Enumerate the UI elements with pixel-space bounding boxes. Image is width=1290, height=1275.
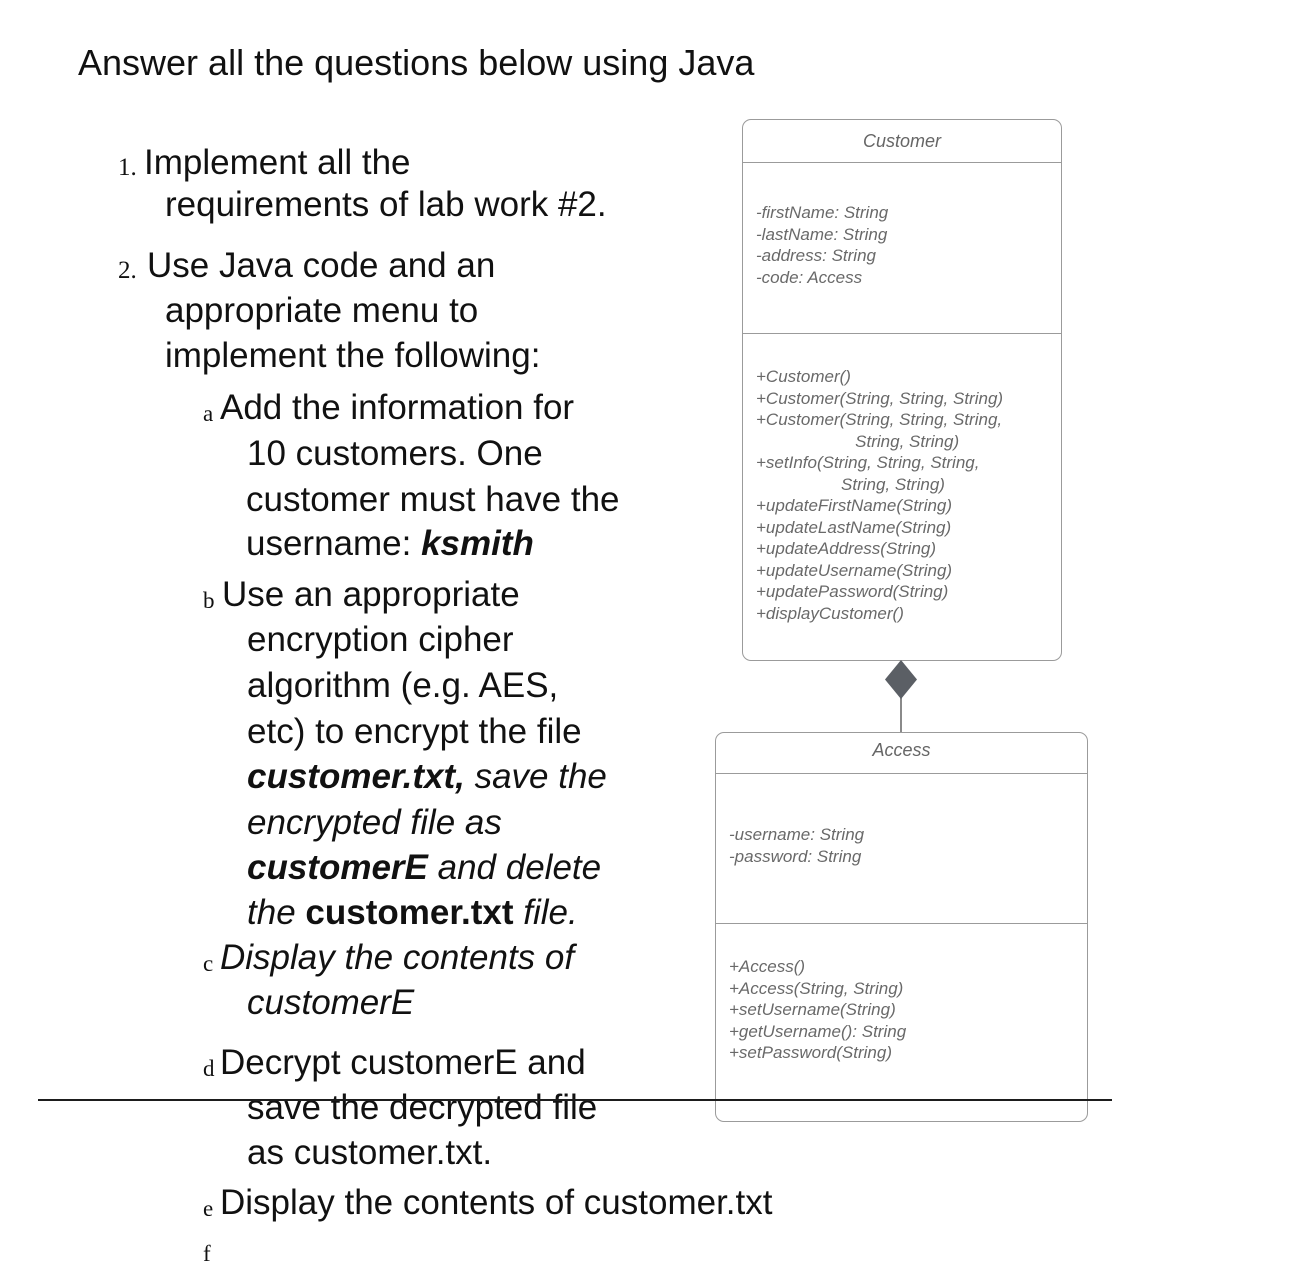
uml-method: +updateLastName(String) [756, 517, 952, 537]
uml-method: +updateUsername(String) [756, 560, 953, 580]
item-b-filename-customerE: customerE [247, 848, 428, 887]
uml-attribute: -lastName: String [756, 224, 888, 244]
item-c-line-2: customerE [247, 983, 415, 1022]
list-marker-a: a [203, 401, 214, 426]
uml-customer-separator-1 [743, 162, 1061, 163]
list-marker-f: f [203, 1241, 211, 1266]
item-e-line-1: Display the contents of customer.txt [220, 1183, 773, 1222]
list-marker-e: e [203, 1196, 214, 1221]
uml-customer-attributes: -firstName: String -lastName: String -addr… [756, 202, 888, 288]
uml-customer-class-box: Customer -firstName: String -lastName: St… [742, 119, 1062, 661]
item-b-line-7: customerE and delete [247, 850, 601, 885]
uml-access-class-box: Access -username: String -password: Strin… [715, 732, 1088, 1122]
uml-method: +getUsername(): String [729, 1021, 907, 1041]
question-1-line-2: requirements of lab work #2. [165, 185, 607, 224]
item-c-line-1: Display the contents of [220, 938, 575, 977]
uml-customer-title: Customer [862, 131, 942, 151]
uml-method: String, String) [756, 431, 960, 451]
uml-attribute: -firstName: String [756, 203, 889, 222]
item-b-line-7-rest: and delete [427, 848, 602, 887]
uml-method: +Access() [729, 957, 806, 976]
item-b-line-6: encrypted file as [247, 803, 502, 842]
uml-method: +displayCustomer() [756, 603, 904, 623]
list-marker-c: c [203, 951, 214, 976]
uml-access-methods: +Access() +Access(String, String) +setUser… [729, 956, 906, 1064]
composition-diamond-icon [885, 660, 917, 699]
item-a-line-4-plain: username: [246, 524, 422, 563]
uml-method: +Customer(String, String, String) [756, 388, 1004, 408]
item-a-line-2: 10 customers. One [247, 434, 543, 473]
list-marker-d: d [203, 1056, 215, 1081]
uml-connector-line [900, 680, 902, 732]
list-marker-b: b [203, 588, 215, 613]
uml-customer-methods: +Customer() +Customer(String, String, Str… [756, 366, 1003, 624]
question-1-line-1: Implement all the [144, 143, 411, 182]
item-b-filename-customer-txt-2: customer.txt [305, 893, 514, 932]
uml-method: +Customer(String, String, String, [756, 410, 1003, 429]
item-a-line-4: username: ksmith [246, 526, 534, 561]
item-b-line-1: Use an appropriate [222, 575, 520, 614]
uml-attribute: -code: Access [756, 267, 863, 287]
item-b-line-8-the: the [247, 893, 306, 932]
uml-method: +Access(String, String) [729, 978, 904, 998]
uml-method: +setInfo(String, String, String, [756, 453, 980, 472]
item-d-line-3: as customer.txt. [247, 1133, 493, 1172]
item-b-line-3: algorithm (e.g. AES, [247, 666, 559, 705]
list-marker-1: 1. [118, 154, 137, 181]
item-b-line-2: encryption cipher [247, 620, 514, 659]
uml-access-separator-1 [716, 773, 1087, 774]
uml-access-separator-2 [716, 923, 1087, 924]
list-marker-2: 2. [118, 257, 137, 284]
item-b-line-5: customer.txt, save the [247, 759, 607, 794]
item-b-filename-customer-txt: customer.txt, [247, 757, 465, 796]
uml-attribute: -address: String [756, 246, 876, 265]
uml-method: +updateFirstName(String) [756, 496, 953, 515]
item-d-line-1: Decrypt customerE and [220, 1043, 586, 1082]
item-b-line-5-rest: save the [464, 757, 607, 796]
item-b-line-8: the customer.txt file. [247, 895, 578, 930]
uml-method: +setUsername(String) [729, 1000, 896, 1019]
item-a-line-1: Add the information for [220, 388, 575, 427]
item-b-line-4: etc) to encrypt the file [247, 712, 582, 751]
uml-method: +Customer() [756, 367, 851, 386]
uml-access-title: Access [872, 740, 931, 760]
item-a-line-4-username: ksmith [421, 524, 534, 563]
uml-method: String, String) [756, 474, 945, 494]
uml-attribute: -password: String [729, 846, 862, 866]
question-2-line-1: Use Java code and an [147, 246, 496, 285]
horizontal-page-divider [38, 1099, 1112, 1101]
uml-method: +updatePassword(String) [756, 582, 949, 601]
uml-customer-separator-2 [743, 333, 1061, 334]
question-2-line-3: implement the following: [165, 336, 541, 375]
uml-attribute: -username: String [729, 825, 865, 844]
uml-access-attributes: -username: String -password: String [729, 824, 864, 867]
uml-method: +updateAddress(String) [756, 539, 937, 558]
item-b-line-8-file: file. [513, 893, 578, 932]
page-title: Answer all the questions below using Jav… [78, 42, 755, 83]
item-a-line-3: customer must have the [246, 480, 620, 519]
item-d-line-2: save the decrypted file [247, 1088, 598, 1127]
question-2-line-2: appropriate menu to [165, 291, 479, 330]
uml-method: +setPassword(String) [729, 1043, 892, 1062]
